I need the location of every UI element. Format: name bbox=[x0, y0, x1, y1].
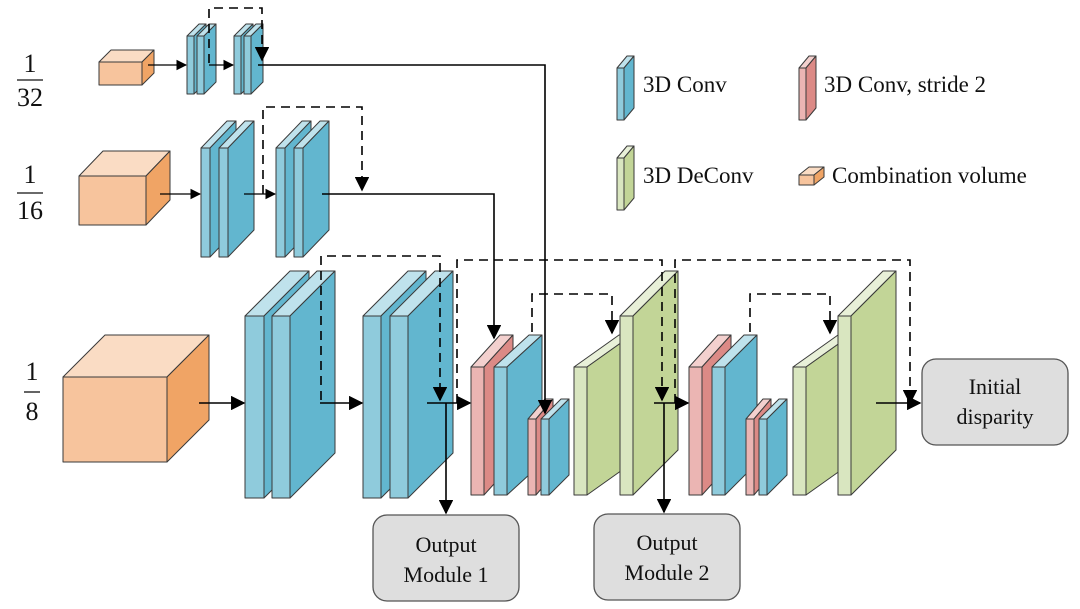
face-side bbox=[805, 55, 817, 121]
skip-hourglass1-inner bbox=[531, 293, 620, 335]
output-module-1-line1: Output bbox=[415, 532, 476, 557]
conv-1-32-b2 bbox=[243, 23, 264, 95]
scale-label-1-32: 1 32 bbox=[17, 49, 43, 112]
face-front bbox=[527, 418, 537, 496]
face-front bbox=[758, 418, 768, 496]
initial-disparity-line2: disparity bbox=[957, 404, 1034, 429]
face-front bbox=[619, 315, 634, 496]
conv-1-16-a2 bbox=[218, 120, 255, 258]
skip-1-8 bbox=[320, 255, 448, 402]
face-front bbox=[688, 366, 703, 496]
output-module-2-box: Output Module 2 bbox=[593, 513, 741, 601]
scale-numerator: 1 bbox=[24, 160, 37, 189]
face-front bbox=[837, 315, 852, 496]
face-front bbox=[573, 366, 588, 496]
face-front bbox=[275, 147, 286, 258]
deconv-h2-b bbox=[837, 270, 897, 496]
face-front bbox=[196, 35, 205, 95]
face-front bbox=[62, 376, 168, 463]
scale-denominator: 32 bbox=[17, 83, 43, 112]
scale-numerator: 1 bbox=[24, 49, 37, 78]
conv-h1-b bbox=[540, 398, 570, 496]
face-front bbox=[389, 315, 409, 499]
skip-1-16 bbox=[262, 106, 370, 194]
output-module-2-line1: Output bbox=[636, 530, 697, 555]
face-front bbox=[186, 35, 195, 95]
face-front bbox=[745, 418, 755, 496]
conv-1-8-b2 bbox=[389, 270, 454, 499]
face-front bbox=[271, 315, 291, 499]
face-front bbox=[616, 67, 625, 121]
face-front bbox=[616, 157, 625, 211]
face-front bbox=[493, 366, 508, 496]
conv-1-32-a2 bbox=[196, 23, 217, 95]
scale-label-1-8: 1 8 bbox=[24, 357, 40, 426]
legend-icon-volume bbox=[798, 166, 825, 186]
face-side bbox=[203, 23, 217, 95]
face-front bbox=[540, 418, 550, 496]
legend-label-conv-stride2: 3D Conv, stride 2 bbox=[824, 72, 986, 97]
combination-volume-1-16 bbox=[78, 150, 171, 226]
face-front bbox=[798, 67, 807, 121]
conv-h2-b bbox=[758, 398, 788, 496]
conv-h1-a bbox=[493, 334, 543, 496]
legend-icon-conv bbox=[616, 55, 635, 121]
skip-1-32 bbox=[208, 7, 270, 63]
face-front bbox=[711, 366, 726, 496]
face-front bbox=[798, 174, 815, 186]
initial-disparity-box: Initial disparity bbox=[921, 358, 1069, 446]
face-front bbox=[218, 147, 229, 258]
output-module-1-box: Output Module 1 bbox=[372, 514, 520, 602]
face-front bbox=[243, 35, 252, 95]
legend-icon-deconv bbox=[616, 145, 635, 211]
conv-1-8-a2 bbox=[271, 270, 336, 499]
initial-disparity-line1: Initial bbox=[969, 374, 1022, 399]
legend-label-deconv: 3D DeConv bbox=[643, 163, 754, 188]
output-module-1-line2: Module 1 bbox=[404, 562, 489, 587]
face-front bbox=[362, 315, 382, 499]
skip-hourglass1-outer bbox=[456, 259, 670, 403]
face-front bbox=[98, 61, 143, 86]
skip-hourglass2-inner bbox=[749, 293, 838, 335]
face-front bbox=[244, 315, 265, 499]
output-module-2-line2: Module 2 bbox=[625, 560, 710, 585]
conv-1-16-b2 bbox=[293, 120, 330, 258]
combination-volume-1-32 bbox=[98, 49, 155, 86]
scale-label-1-16: 1 16 bbox=[17, 160, 43, 225]
connection-1-32-to-hourglass1 bbox=[258, 64, 553, 415]
scale-denominator: 8 bbox=[26, 397, 39, 426]
scale-denominator: 16 bbox=[17, 196, 43, 225]
legend: 3D Conv 3D Conv, stride 2 3D DeConv Comb… bbox=[616, 55, 1027, 211]
combination-volume-1-8 bbox=[62, 334, 210, 463]
face-front bbox=[470, 366, 485, 496]
legend-icon-conv-stride2 bbox=[798, 55, 817, 121]
skip-hourglass2-outer bbox=[674, 259, 918, 405]
face-front bbox=[293, 147, 304, 258]
face-side bbox=[623, 145, 635, 211]
face-front bbox=[200, 147, 211, 258]
face-side bbox=[623, 55, 635, 121]
connection-1-16-to-hourglass1 bbox=[322, 193, 502, 340]
legend-label-conv: 3D Conv bbox=[643, 72, 727, 97]
legend-label-volume: Combination volume bbox=[832, 163, 1027, 188]
face-front bbox=[792, 366, 807, 496]
face-front bbox=[233, 35, 242, 95]
scale-numerator: 1 bbox=[26, 357, 39, 386]
face-front bbox=[78, 175, 147, 226]
deconv-h1-b bbox=[619, 270, 679, 496]
